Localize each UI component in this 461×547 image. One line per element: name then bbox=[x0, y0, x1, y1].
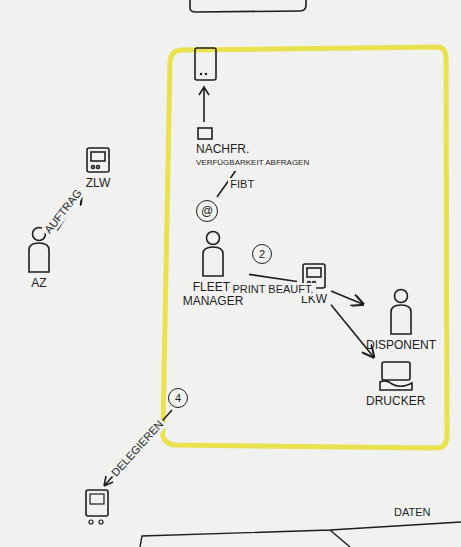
person-icon bbox=[198, 230, 228, 280]
edge-label: PRINT BEAUFT. bbox=[230, 283, 315, 296]
device-stroke bbox=[91, 152, 105, 161]
printer-stroke bbox=[382, 362, 410, 380]
device-stroke bbox=[307, 268, 321, 277]
note-label: DELEGIEREN bbox=[108, 416, 168, 480]
device-stroke bbox=[97, 166, 100, 169]
node-label: ZLW bbox=[84, 176, 112, 190]
sketch-node: NACHFR.VERFÜGBARKEIT ABFRAGEN bbox=[196, 126, 309, 168]
connector bbox=[331, 291, 363, 304]
node-note: VERFÜGBARKEIT ABFRAGEN bbox=[196, 157, 309, 168]
callout-number: 4 bbox=[168, 388, 188, 408]
header-box-edge bbox=[190, 0, 306, 12]
device-stroke bbox=[87, 148, 109, 172]
connector bbox=[249, 274, 297, 281]
device-dot bbox=[200, 73, 202, 75]
bottom-table-lines bbox=[140, 522, 461, 547]
node-label: AZ bbox=[24, 276, 54, 290]
delegate-arrow bbox=[104, 410, 172, 486]
node-label: @ bbox=[197, 201, 217, 221]
sketch-node: DISPONENT bbox=[366, 288, 436, 352]
node-label: DRUCKER bbox=[366, 394, 425, 408]
device-dot bbox=[205, 73, 207, 75]
printer-stroke bbox=[380, 381, 412, 390]
person-stroke bbox=[391, 305, 411, 334]
device-stroke bbox=[92, 166, 95, 169]
device-wheel bbox=[99, 520, 103, 524]
node-label: NACHFR. bbox=[196, 142, 309, 157]
device-wheel bbox=[89, 520, 93, 524]
sketch-node: DRUCKER bbox=[366, 360, 425, 408]
bottom-device bbox=[86, 490, 108, 516]
person-stroke bbox=[395, 290, 408, 303]
printer-icon bbox=[376, 360, 416, 394]
sketch-node: ZLW bbox=[84, 146, 112, 190]
circle-node: @ bbox=[196, 200, 218, 222]
up-arrow bbox=[199, 87, 209, 122]
square-stroke bbox=[198, 128, 212, 139]
small-box-icon bbox=[196, 126, 214, 142]
person-stroke bbox=[29, 243, 49, 272]
top-device bbox=[195, 48, 216, 80]
edge-label: AUFTRAG bbox=[41, 185, 86, 238]
edge-label: FIBT bbox=[228, 178, 256, 191]
person-icon bbox=[386, 288, 416, 338]
bottom-device-screen bbox=[90, 494, 104, 504]
person-stroke bbox=[207, 232, 220, 245]
device-icon bbox=[84, 146, 112, 176]
note-label: DATEN bbox=[392, 506, 432, 519]
person-stroke bbox=[203, 247, 223, 276]
boundary-region bbox=[163, 47, 448, 448]
callout-number: 2 bbox=[252, 244, 272, 264]
node-label: DISPONENT bbox=[366, 338, 436, 352]
